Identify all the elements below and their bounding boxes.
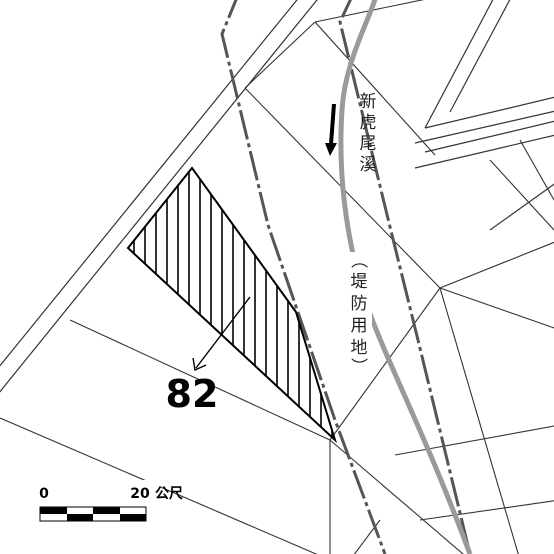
dashed-boundaries [220, 0, 472, 554]
flow-direction-arrow [325, 103, 337, 156]
scale-end-label: 20 [130, 486, 150, 502]
right-road-band [414, 0, 554, 231]
stream-name-char: 虎 [360, 113, 377, 133]
levee-note-paren-open: （ [348, 252, 368, 269]
road-band [0, 0, 318, 393]
levee-note-paren-close: ） [348, 358, 368, 375]
parcel-82-hatched [126, 166, 338, 444]
stream-name: 新 虎 尾 溪 [360, 92, 377, 175]
stream-name-char: 尾 [360, 134, 377, 154]
levee-note-char: 防 [351, 294, 368, 314]
scale-unit-label: 公尺 [155, 486, 183, 502]
scale-bar: 0 20 公尺 [35, 480, 183, 526]
stream-name-char: 新 [360, 92, 377, 112]
levee-note-char: 用 [351, 316, 368, 336]
parcel-number-label: 82 [166, 372, 219, 416]
levee-note: （ 堤 防 用 地 ） [346, 252, 372, 375]
levee-note-char: 堤 [351, 272, 368, 292]
levee-note-char: 地 [351, 338, 368, 358]
scale-start-label: 0 [39, 486, 49, 502]
stream-line [338, 0, 473, 554]
parcel-leader-arrow [192, 296, 251, 372]
stream-name-char: 溪 [360, 155, 377, 175]
